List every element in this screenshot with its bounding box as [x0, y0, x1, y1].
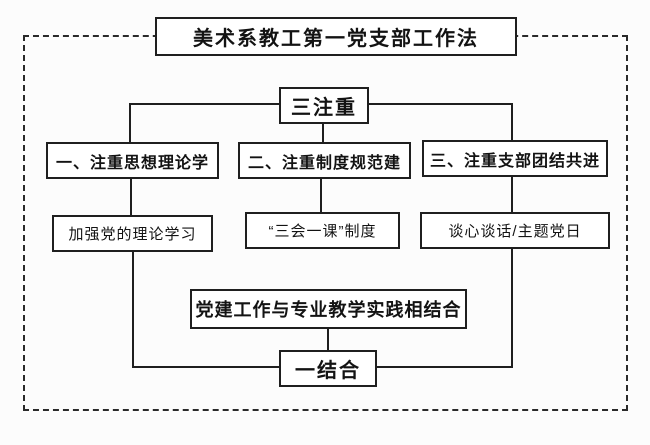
node-emphasis-1: 一、注重思想理论学 [46, 142, 219, 179]
connector-mid-mid-drop [320, 177, 322, 214]
diagram-title-box: 美术系教工第一党支部工作法 [155, 17, 517, 56]
node-one-combination-label: 一结合 [295, 360, 361, 382]
connector-left-column-drop [132, 250, 134, 368]
node-emphasis-2: 二、注重制度规范建 [238, 142, 411, 179]
node-integration: 党建工作与专业教学实践相结合 [190, 289, 467, 329]
node-emphasis-1-label: 一、注重思想理论学 [55, 154, 209, 172]
connector-left-mid-drop [130, 177, 132, 217]
connector-left-top-drop [129, 103, 131, 144]
node-measure-three-meetings: “三会一课”制度 [245, 212, 400, 249]
connector-hub-drop [322, 122, 324, 144]
node-measure-theory-study: 加强党的理论学习 [52, 215, 213, 252]
connector-bottom-left-rail [132, 366, 281, 368]
node-three-emphases-label: 三注重 [291, 97, 357, 119]
connector-integration-drop [327, 327, 329, 352]
connector-right-mid-drop [511, 175, 513, 214]
node-emphasis-2-label: 二、注重制度规范建 [247, 154, 401, 172]
connector-right-column-drop [511, 247, 513, 368]
node-measure-heart-talks-label: 谈心谈话/主题党日 [448, 223, 582, 240]
node-emphasis-3-label: 三、注重支部团结共进 [429, 152, 600, 170]
diagram-title-text: 美术系教工第一党支部工作法 [193, 28, 479, 50]
connector-bottom-right-rail [375, 366, 513, 368]
node-integration-label: 党建工作与专业教学实践相结合 [195, 300, 462, 320]
node-one-combination: 一结合 [279, 350, 377, 387]
node-emphasis-3: 三、注重支部团结共进 [422, 140, 608, 177]
node-measure-theory-study-label: 加强党的理论学习 [68, 226, 197, 243]
connector-right-top-drop [511, 103, 513, 142]
node-measure-heart-talks: 谈心谈话/主题党日 [420, 212, 610, 249]
node-measure-three-meetings-label: “三会一课”制度 [268, 223, 377, 240]
node-three-emphases: 三注重 [279, 87, 369, 124]
